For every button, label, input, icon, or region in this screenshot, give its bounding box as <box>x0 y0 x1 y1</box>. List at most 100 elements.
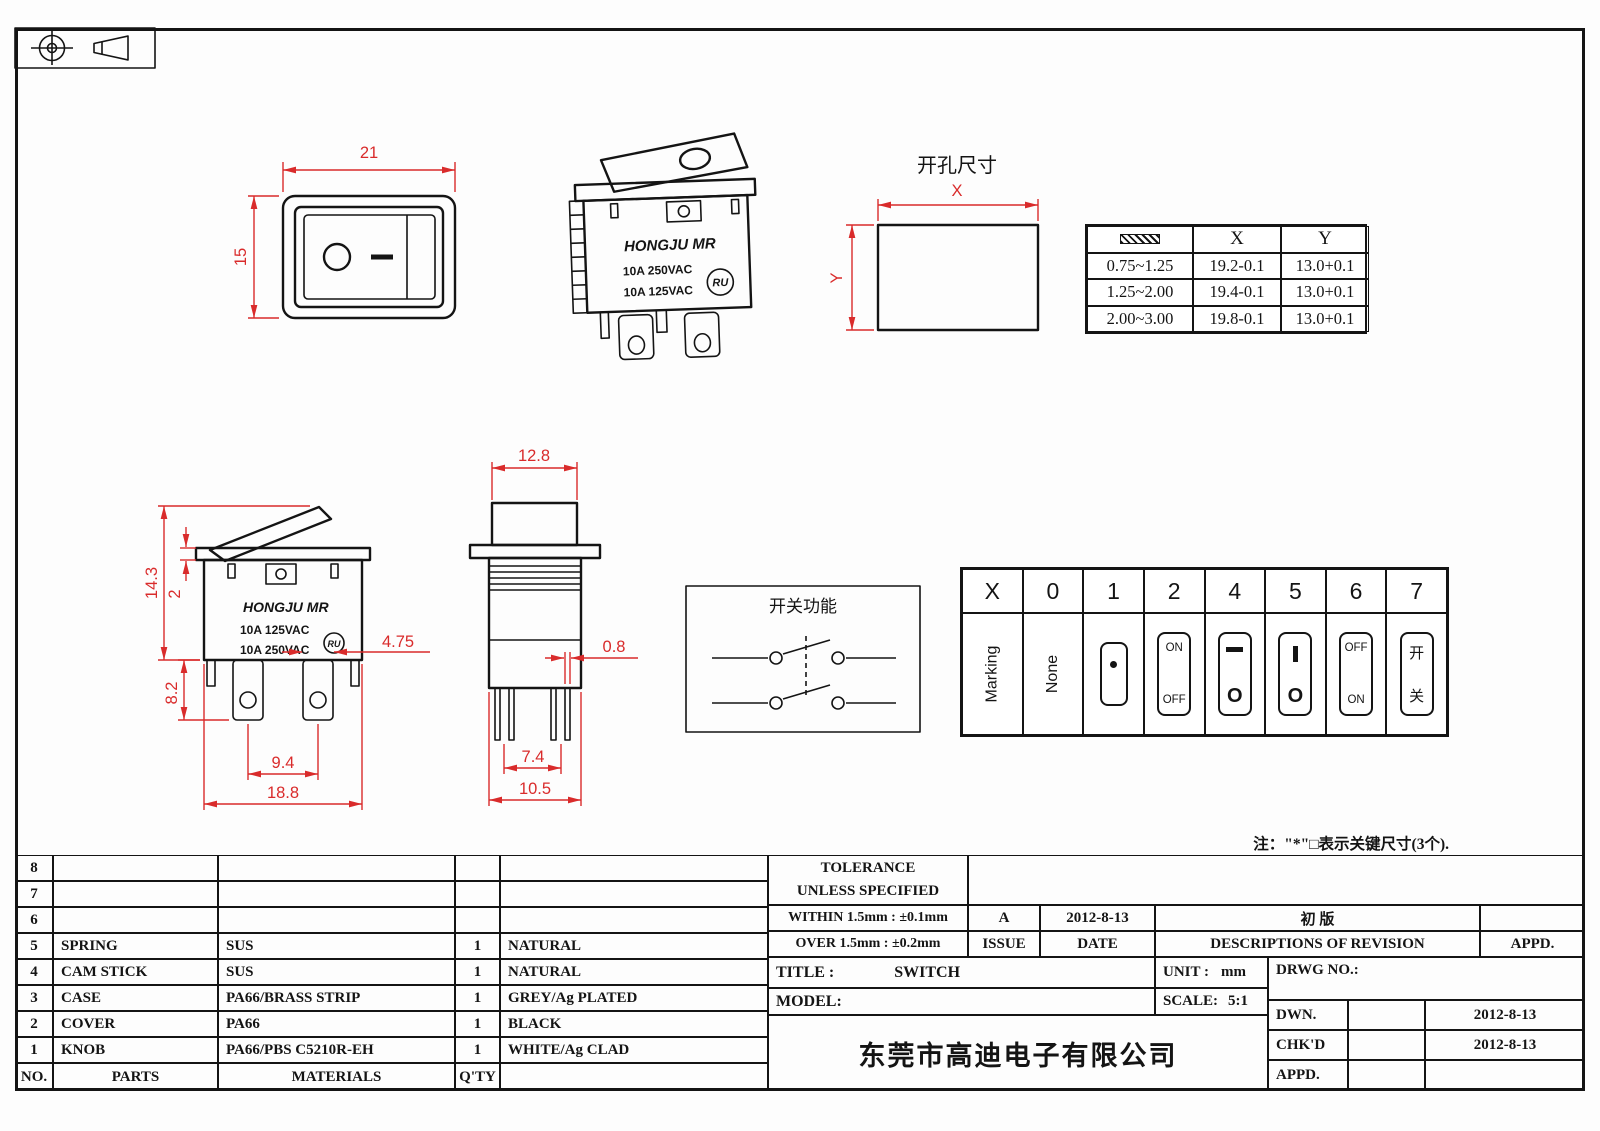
rocker-cap <box>599 132 749 193</box>
marking-kai-guan-cell: 开 关 <box>1386 613 1447 735</box>
bom-qty: 1 <box>455 985 500 1011</box>
front-view: 21 15 <box>232 144 457 320</box>
cutout-col-y: Y <box>1281 226 1369 253</box>
sheet-border <box>15 28 1585 1091</box>
function-title: 开关功能 <box>769 597 837 616</box>
cutout-cell: 13.0+0.1 <box>1281 305 1369 332</box>
bom-no: 6 <box>15 907 53 933</box>
marking-bar-o-cell: O <box>1204 613 1266 735</box>
cap <box>490 501 579 547</box>
appd-date <box>1425 1060 1585 1091</box>
tolerance-within: WITHIN 1.5mm : ±0.1mm <box>768 905 968 931</box>
bom-no: 5 <box>15 933 53 959</box>
bom-material: SUS <box>218 933 455 959</box>
bom-qty: 1 <box>455 1011 500 1037</box>
model-cell: MODEL: <box>768 988 1155 1015</box>
rating1-marking: 10A 250VAC <box>623 262 693 278</box>
bom-part: CASE <box>53 985 218 1011</box>
brand-marking: HONGJU MR <box>624 235 716 255</box>
bom-qty: 1 <box>455 959 500 985</box>
svg-text:18.8: 18.8 <box>267 784 299 802</box>
flange-profile <box>468 543 602 560</box>
marking-dot-cell <box>1083 613 1144 735</box>
marking-header-5: 5 <box>1265 569 1326 613</box>
dim-15-text: 15 <box>232 248 250 266</box>
bom-no: 8 <box>15 855 53 881</box>
bom-qty: 1 <box>455 933 500 959</box>
tolerance-over: OVER 1.5mm : ±0.2mm <box>768 931 968 957</box>
svg-text:4.75: 4.75 <box>382 633 414 651</box>
marking-header-2: 2 <box>1143 569 1205 613</box>
dot-marking-icon <box>1110 661 1118 668</box>
key-dimension-note: 注："*"□表示关键尺寸(3个). <box>1253 834 1449 853</box>
rocker-hole <box>678 147 712 171</box>
chkd-signature <box>1348 1030 1425 1060</box>
marking-header-6: 6 <box>1325 569 1387 613</box>
dim-18-8 <box>203 664 363 810</box>
dim-height-15 <box>248 195 279 319</box>
panel-thickness-icon <box>1120 234 1160 245</box>
cutout-x-label: X <box>951 182 962 200</box>
brand-marking-side: HONGJU MR <box>243 599 329 615</box>
panel-cutout-table: X Y 0.75~1.25 19.2-0.1 13.0+0.1 1.25~2.0… <box>1085 224 1369 334</box>
rocker-outline: ON OFF <box>1157 632 1192 716</box>
bom-material: PA66 <box>218 1011 455 1037</box>
bom-qty: 1 <box>455 1037 500 1063</box>
body-ribs <box>489 565 581 641</box>
bom-material <box>218 855 455 881</box>
marking-on-off-cell: ON OFF <box>1143 613 1205 735</box>
rating1-side: 10A 125VAC <box>240 623 310 637</box>
svg-text:10.5: 10.5 <box>519 780 551 798</box>
issue-label: ISSUE <box>968 931 1040 957</box>
side-view: HONGJU MR 10A 125VAC 10A 250VAC RU 14.3 <box>143 505 430 810</box>
bom-footer-parts: PARTS <box>53 1063 218 1091</box>
svg-text:2: 2 <box>166 589 184 598</box>
revision-empty-rows <box>968 855 1585 905</box>
bom-no: 3 <box>15 985 53 1011</box>
svg-text:14.3: 14.3 <box>143 567 161 599</box>
cutout-title: 开孔尺寸 <box>917 154 997 177</box>
cutout-cell: 19.8-0.1 <box>1193 305 1281 332</box>
svg-text:12.8: 12.8 <box>518 447 550 465</box>
tolerance-header: TOLERANCE UNLESS SPECIFIED <box>768 855 968 905</box>
issue-date: 2012-8-13 <box>1040 905 1155 931</box>
bom-finish: NATURAL <box>500 933 768 959</box>
marking-none-cell: None <box>1022 613 1084 735</box>
side-ribs <box>568 200 589 315</box>
date-label: DATE <box>1040 931 1155 957</box>
chkd-date: 2012-8-13 <box>1425 1030 1585 1060</box>
bom-qty <box>455 881 500 907</box>
drwg-no-cell: DRWG NO.: <box>1268 957 1585 1000</box>
bom-finish: WHITE/Ag CLAD <box>500 1037 768 1063</box>
terminals <box>599 309 721 361</box>
bom-finish: GREY/Ag PLATED <box>500 985 768 1011</box>
bom-qty <box>455 855 500 881</box>
svg-text:0.8: 0.8 <box>603 638 626 656</box>
rating2-side: 10A 250VAC <box>240 643 310 657</box>
marking-header-x: X <box>962 569 1023 613</box>
marking-table: X 0 1 2 4 5 6 7 Marking None ON OFF O <box>960 567 1449 737</box>
bom-finish: NATURAL <box>500 959 768 985</box>
company-name: 东莞市高迪电子有限公司 <box>768 1015 1268 1091</box>
dim-7-4 <box>503 744 562 774</box>
marking-row-label-cell: Marking <box>962 613 1023 735</box>
bom-material: PA66/BRASS STRIP <box>218 985 455 1011</box>
bom-footer-qty: Q'TY <box>455 1063 500 1091</box>
terminals-side <box>206 659 360 721</box>
rocker-outline: O <box>1217 632 1252 716</box>
dwn-date: 2012-8-13 <box>1425 1000 1585 1030</box>
bom-qty <box>455 907 500 933</box>
bom-finish <box>500 907 768 933</box>
bom-no: 1 <box>15 1037 53 1063</box>
bom-part: COVER <box>53 1011 218 1037</box>
scale-value: 5:1 <box>1228 993 1249 1009</box>
unit-cell: UNIT : mm <box>1155 957 1268 988</box>
bom-footer-materials: MATERIALS <box>218 1063 455 1091</box>
marking-i-o-cell: O <box>1265 613 1326 735</box>
rocker-side <box>208 505 333 563</box>
revision-desc: 初 版 <box>1155 905 1480 931</box>
revision-appd-value <box>1480 905 1585 931</box>
descriptions-label: DESCRIPTIONS OF REVISION <box>1155 931 1480 957</box>
marking-header-0: 0 <box>1022 569 1084 613</box>
